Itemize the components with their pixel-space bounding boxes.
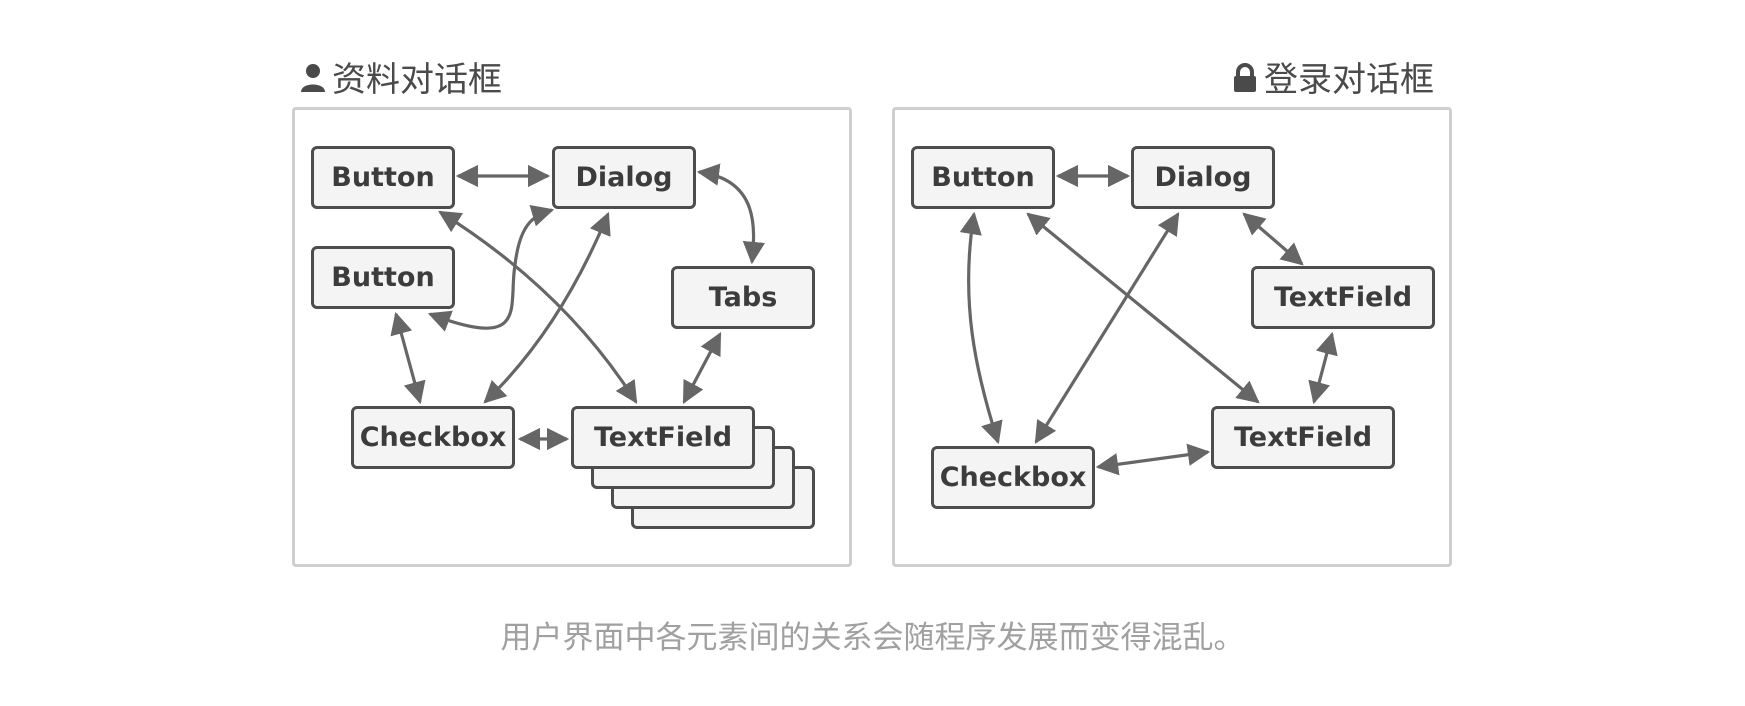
node-button-secondary: Button (311, 246, 455, 309)
node-textfield: TextField (571, 406, 755, 469)
node-r-textfield-top: TextField (1251, 266, 1435, 329)
user-icon (300, 62, 326, 92)
caption: 用户界面中各元素间的关系会随程序发展而变得混乱。 (500, 620, 1245, 656)
node-dialog: Dialog (552, 146, 696, 209)
node-r-textfield-bottom: TextField (1211, 406, 1395, 469)
node-r-checkbox: Checkbox (931, 446, 1095, 509)
node-button: Button (311, 146, 455, 209)
node-tabs: Tabs (671, 266, 815, 329)
node-r-button: Button (911, 146, 1055, 209)
right-panel-title: 登录对话框 (1232, 52, 1434, 101)
left-panel-title: 资料对话框 (300, 52, 502, 101)
lock-icon (1232, 62, 1258, 92)
right-panel-title-text: 登录对话框 (1264, 60, 1434, 100)
node-checkbox: Checkbox (351, 406, 515, 469)
node-r-dialog: Dialog (1131, 146, 1275, 209)
left-panel-title-text: 资料对话框 (332, 60, 502, 100)
